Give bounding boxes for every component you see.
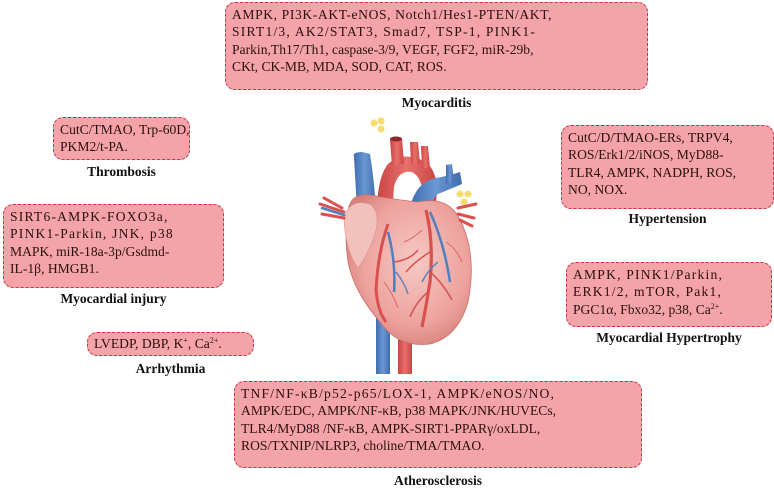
pathway-text: , Ca xyxy=(187,336,210,351)
myocardial-hypertrophy-label: Myocardial Hypertrophy xyxy=(596,330,742,345)
thrombosis-pathway-box: CutC/TMAO, Trp-60D, PKM2/t-PA. xyxy=(53,117,190,160)
pathway-line: AMPK/EDC, AMPK/NF-κB, p38 MAPK/JNK/HUVEC… xyxy=(241,403,557,419)
pathway-line: ERK1/2, mTOR, Pak1, xyxy=(573,284,723,300)
pathway-line: PGC1α, Fbxo32, p38, Ca2+. xyxy=(573,301,765,318)
pathway-line: ROS/Erk1/2/iNOS, MyD88- xyxy=(568,147,724,163)
hypertension-pathway-box: CutC/D/TMAO-ERs, TRPV4, ROS/Erk1/2/iNOS,… xyxy=(561,125,774,209)
superscript: 2+ xyxy=(710,301,720,311)
atherosclerosis-label: Atherosclerosis xyxy=(394,473,482,488)
pathway-line: IL-1β, HMGB1. xyxy=(10,261,99,277)
pathway-text: PGC1α, Fbxo32, p38, Ca xyxy=(573,301,711,317)
pathway-line: PINK1-Parkin, JNK, p38 xyxy=(10,226,174,242)
arrhythmia-pathway-box: LVEDP, DBP, K+, Ca2+. xyxy=(87,332,254,356)
pathway-line: CutC/D/TMAO-ERs, TRPV4, xyxy=(568,130,733,145)
pathway-line: PKM2/t-PA. xyxy=(60,139,128,155)
arrhythmia-label: Arrhythmia xyxy=(135,361,206,376)
pathway-line: NO, NOX. xyxy=(568,182,628,198)
pathway-line: SIRT6-AMPK-FOXO3a, xyxy=(10,209,169,224)
pathway-line: CutC/TMAO, Trp-60D, xyxy=(60,122,190,137)
superscript: + xyxy=(183,336,188,345)
pathway-line: AMPK, PI3K-AKT-eNOS, Notch1/Hes1-PTEN/AK… xyxy=(232,7,553,22)
myocarditis-label: Myocarditis xyxy=(401,95,472,110)
myocardial-hypertrophy-pathway-box: AMPK, PINK1/Parkin, ERK1/2, mTOR, Pak1, … xyxy=(566,262,772,327)
pathway-line: TNF/NF-κB/p52-p65/LOX-1, AMPK/eNOS/NO, xyxy=(241,386,556,401)
pathway-text: LVEDP, DBP, K xyxy=(94,336,184,351)
pathway-line: CKt, CK-MB, MDA, SOD, CAT, ROS. xyxy=(232,59,447,75)
sparkle-dots-icon xyxy=(370,117,472,206)
pathway-line: MAPK, miR-18a-3p/Gsdmd- xyxy=(10,243,170,259)
pathway-text: . xyxy=(719,301,723,317)
pathway-text: . xyxy=(218,336,222,351)
heart-illustration xyxy=(318,117,478,374)
thrombosis-label: Thrombosis xyxy=(87,164,156,179)
superscript: 2+ xyxy=(209,336,219,345)
hypertension-label: Hypertension xyxy=(628,211,707,226)
myocarditis-pathway-box: AMPK, PI3K-AKT-eNOS, Notch1/Hes1-PTEN/AK… xyxy=(225,2,648,90)
pathway-line: ROS/TXNIP/NLRP3, choline/TMA/TMAO. xyxy=(241,438,485,454)
pathway-line: SIRT1/3, AK2/STAT3, Smad7, TSP-1, PINK1- xyxy=(232,24,537,40)
atherosclerosis-pathway-box: TNF/NF-κB/p52-p65/LOX-1, AMPK/eNOS/NO, A… xyxy=(234,381,642,468)
pathway-line: Parkin,Th17/Th1, caspase-3/9, VEGF, FGF2… xyxy=(232,41,534,57)
pathway-line: TLR4/MyD88 /NF-κB, AMPK-SIRT1-PPARγ/oxLD… xyxy=(241,420,541,436)
pathway-line: AMPK, PINK1/Parkin, xyxy=(573,267,724,282)
pathway-line: LVEDP, DBP, K+, Ca2+. xyxy=(94,335,247,352)
myocardial-injury-pathway-box: SIRT6-AMPK-FOXO3a, PINK1-Parkin, JNK, p3… xyxy=(3,204,224,288)
myocardial-injury-label: Myocardial injury xyxy=(60,291,167,306)
pathway-line: TLR4, AMPK, NADPH, ROS, xyxy=(568,164,737,180)
